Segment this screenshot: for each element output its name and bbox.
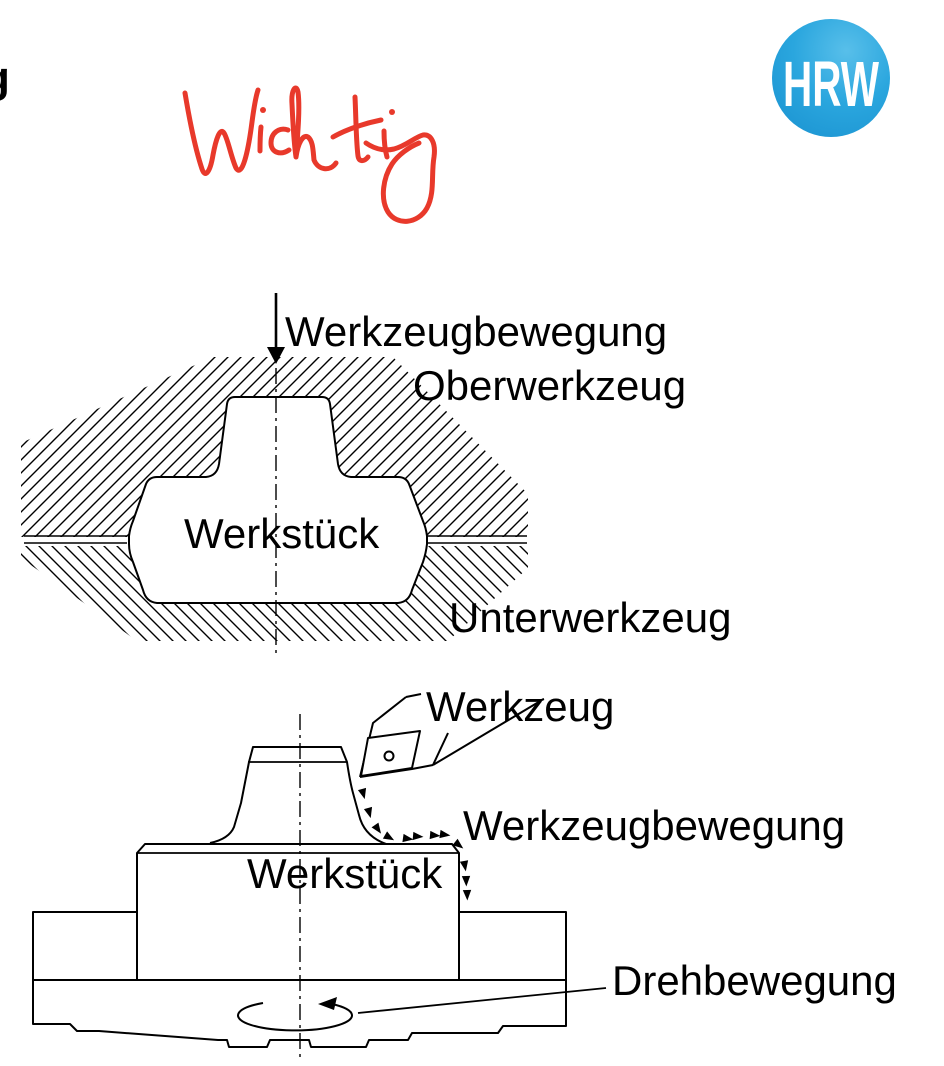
tool-label-leader [405,693,422,698]
turning-workpiece-block [136,843,460,980]
turning-label-tool-movement: Werkzeugbewegung [463,802,845,849]
turning-diagram: Werkzeug Werkzeugbewegung Werkstück Dreh… [32,683,897,1058]
turning-label-rotation: Drehbewegung [612,957,897,1004]
turning-label-workpiece: Werkstück [247,850,443,897]
forging-tool-movement-arrow [267,293,285,364]
turning-workpiece-boss [209,746,387,845]
forging-label-upper-tool: Oberwerkzeug [413,362,686,409]
annotation-stroke-g [363,132,437,224]
tool-movement-arrowheads [357,787,472,901]
annotation-stroke-i1 [257,124,264,154]
forging-label-workpiece: Werkstück [184,510,380,557]
flange-right [459,911,567,980]
tool-insert-hole [383,750,395,762]
annotation-stroke-i2 [381,128,390,160]
hrw-logo-circle [772,19,890,137]
forging-label-lower-tool: Unterwerkzeug [449,594,731,641]
upper-tool-hatch [21,357,528,537]
rotation-arrow [237,997,353,1032]
tool-holder-right-edge [432,732,449,766]
handwritten-annotation: Wichtig [182,85,437,224]
annotation-stroke-c [268,126,292,156]
tool-insert [360,730,421,777]
annotation-stroke-W [182,87,261,176]
annotation-dot-i1 [260,107,266,113]
forging-diagram: Werkzeugbewegung Oberwerkzeug Werkstück … [21,293,731,658]
turning-tool [359,696,545,778]
heading-text-fragment: g [0,53,10,102]
annotation-stroke-h [289,85,339,172]
rotation-arrowhead [318,997,337,1010]
chuck-disc [32,979,567,1048]
annotation-stroke-t [352,94,371,164]
tool-shank-edge [432,698,545,766]
turning-label-tool: Werkzeug [426,683,614,730]
forging-label-tool-movement: Werkzeugbewegung [285,308,667,355]
lower-tool-hatch [21,546,528,641]
annotation-stroke-tbar [330,117,384,140]
rotation-label-leader [357,987,607,1014]
rotation-ellipse-arc [237,1002,353,1032]
annotation-dot-i2 [389,109,395,115]
flash-line-left [24,535,127,544]
forging-workpiece-outline [128,396,428,604]
hrw-logo-text: HRW [783,48,879,120]
flash-line-right [428,535,527,544]
hrw-logo: HRW [772,19,890,137]
flange-left [32,911,137,980]
